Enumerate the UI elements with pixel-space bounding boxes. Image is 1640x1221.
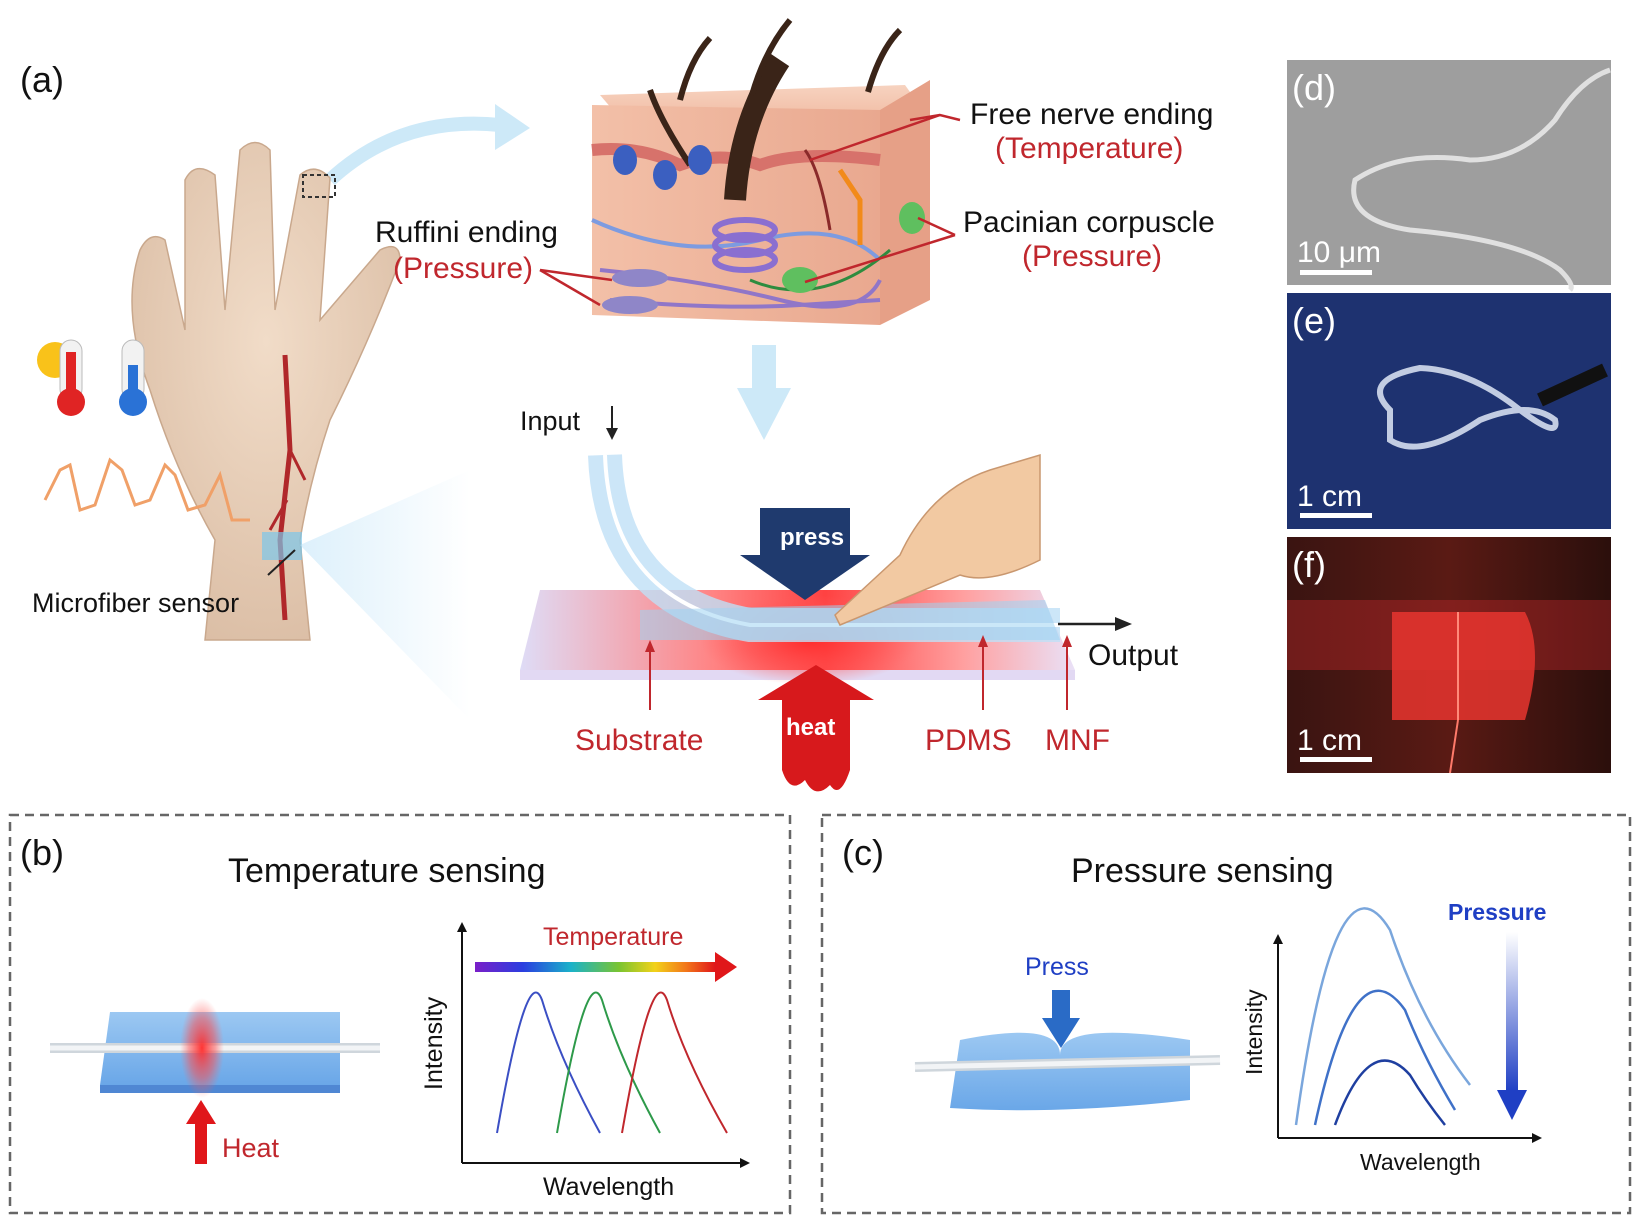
substrate-label: Substrate (575, 724, 703, 757)
panel-f-letter: (f) (1292, 544, 1326, 585)
free-nerve-label: Free nerve ending (970, 98, 1214, 131)
panel-f-scale-text: 1 cm (1297, 724, 1362, 757)
free-nerve-sublabel: (Temperature) (995, 132, 1183, 165)
panel-a-letter: (a) (20, 59, 64, 100)
heat-arrow: heat (758, 665, 874, 792)
panel-f-scale-bar (1300, 757, 1372, 762)
panel-e: (e) 1 cm (1287, 293, 1611, 529)
input-label: Input (520, 406, 581, 436)
microfiber-sensor-patch (262, 532, 302, 560)
ruffini-label: Ruffini ending (375, 216, 558, 249)
panel-c-letter: (c) (842, 832, 884, 873)
pacinian-sublabel: (Pressure) (1022, 240, 1162, 273)
pressure-peak-low (1294, 907, 1471, 1126)
sun-thermometer-icon (37, 339, 85, 416)
panel-f: (f) 1 cm (1287, 537, 1611, 774)
finger-zoom-box (302, 174, 336, 198)
panel-d-scale-bar (1300, 270, 1372, 275)
press-down-arrow (1042, 990, 1080, 1048)
temperature-rainbow-arrow (475, 962, 715, 972)
heat-label: heat (786, 714, 835, 741)
down-arrow-head (737, 388, 791, 440)
skin-cross-section (591, 18, 930, 325)
pulse-waveform (43, 457, 250, 522)
pressure-peak-high (1333, 1059, 1446, 1126)
pressure-chart: Wavelength Intensity Pressure (1241, 899, 1546, 1175)
pressure-ylabel: Intensity (1241, 989, 1267, 1075)
temp-peak-2 (556, 991, 661, 1134)
pressure-arrow-label: Pressure (1448, 899, 1546, 925)
press-text: Press (1025, 953, 1089, 981)
heat-text: Heat (222, 1133, 280, 1163)
cold-thermometer-icon (119, 339, 147, 416)
output-label: Output (1088, 639, 1179, 672)
panel-b-frame (8, 813, 792, 1215)
panel-b-letter: (b) (20, 832, 64, 873)
mnf-label: MNF (1045, 724, 1110, 757)
panel-e-letter: (e) (1292, 300, 1336, 341)
pdms-label: PDMS (925, 724, 1012, 757)
finger (834, 453, 1041, 626)
panel-c-frame (820, 813, 1632, 1215)
temp-xlabel: Wavelength (543, 1173, 674, 1201)
pacinian-leader (804, 233, 956, 284)
pacinian-label: Pacinian corpuscle (963, 206, 1215, 239)
panel-e-scale-text: 1 cm (1297, 480, 1362, 513)
zoom-arrowhead-top (495, 104, 530, 150)
panel-b-title: Temperature sensing (228, 852, 546, 890)
zoom-arrow-top (325, 116, 501, 186)
temp-peak-1 (496, 991, 601, 1134)
temp-peak-3 (621, 991, 728, 1134)
panel-d-letter: (d) (1292, 67, 1336, 108)
temp-chart: Temperature Wavelength Intensity (420, 922, 750, 1201)
pressure-gradient-arrow (1506, 932, 1518, 1092)
panel-d-scale-text: 10 μm (1297, 236, 1381, 269)
panel-c-title: Pressure sensing (1071, 852, 1334, 890)
ruffini-sublabel: (Pressure) (393, 252, 533, 285)
sensor-device (520, 454, 1075, 685)
press-label: press (780, 524, 844, 551)
heat-up-arrow (186, 1100, 216, 1164)
panel-e-scale-bar (1300, 513, 1372, 518)
panel-d: (d) 10 μm (1287, 60, 1611, 292)
press-arrow: press (740, 508, 870, 600)
down-arrow-shaft (752, 345, 776, 390)
microfiber-sensor-label: Microfiber sensor (32, 588, 239, 618)
temperature-arrow-label: Temperature (543, 923, 683, 951)
temp-ylabel: Intensity (420, 996, 448, 1090)
pressure-peak-mid (1313, 989, 1457, 1126)
blood-vessel (277, 354, 293, 621)
ruffini-leader (539, 268, 613, 282)
zoom-beam (300, 470, 470, 720)
pressure-xlabel: Wavelength (1360, 1149, 1481, 1175)
pressure-slab (914, 1032, 1221, 1111)
temp-slab (50, 998, 380, 1098)
